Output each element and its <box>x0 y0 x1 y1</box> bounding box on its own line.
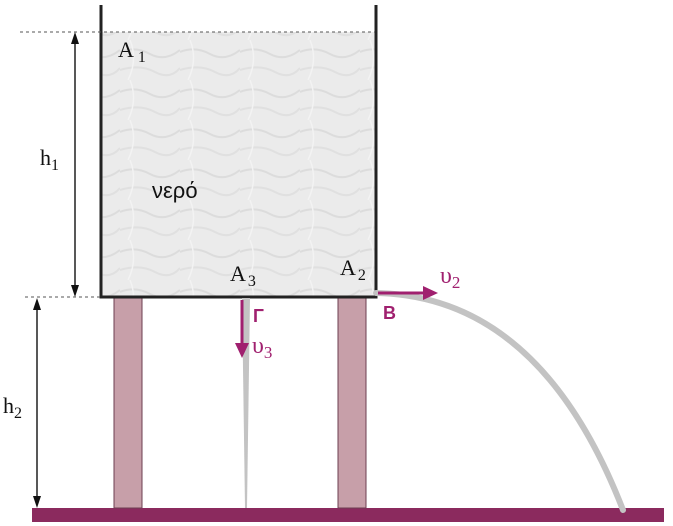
label-B: B <box>383 303 396 323</box>
label-v2: υ2 <box>440 263 460 292</box>
water <box>102 32 375 296</box>
v3-arrow <box>235 300 249 358</box>
tank-outline <box>99 5 378 299</box>
label-h2: h2 <box>3 393 22 422</box>
v2-arrow <box>378 286 438 300</box>
label-G: Γ <box>253 306 264 326</box>
h2-dimension-arrow <box>33 298 41 508</box>
label-v3: υ3 <box>252 333 272 362</box>
h1-dimension-arrow <box>71 32 79 297</box>
water-label: νερό <box>152 178 198 203</box>
right-leg <box>337 296 367 509</box>
label-h1: h1 <box>40 145 59 174</box>
ground <box>32 508 664 522</box>
horizontal-water-jet <box>373 290 626 513</box>
left-leg <box>113 296 143 509</box>
